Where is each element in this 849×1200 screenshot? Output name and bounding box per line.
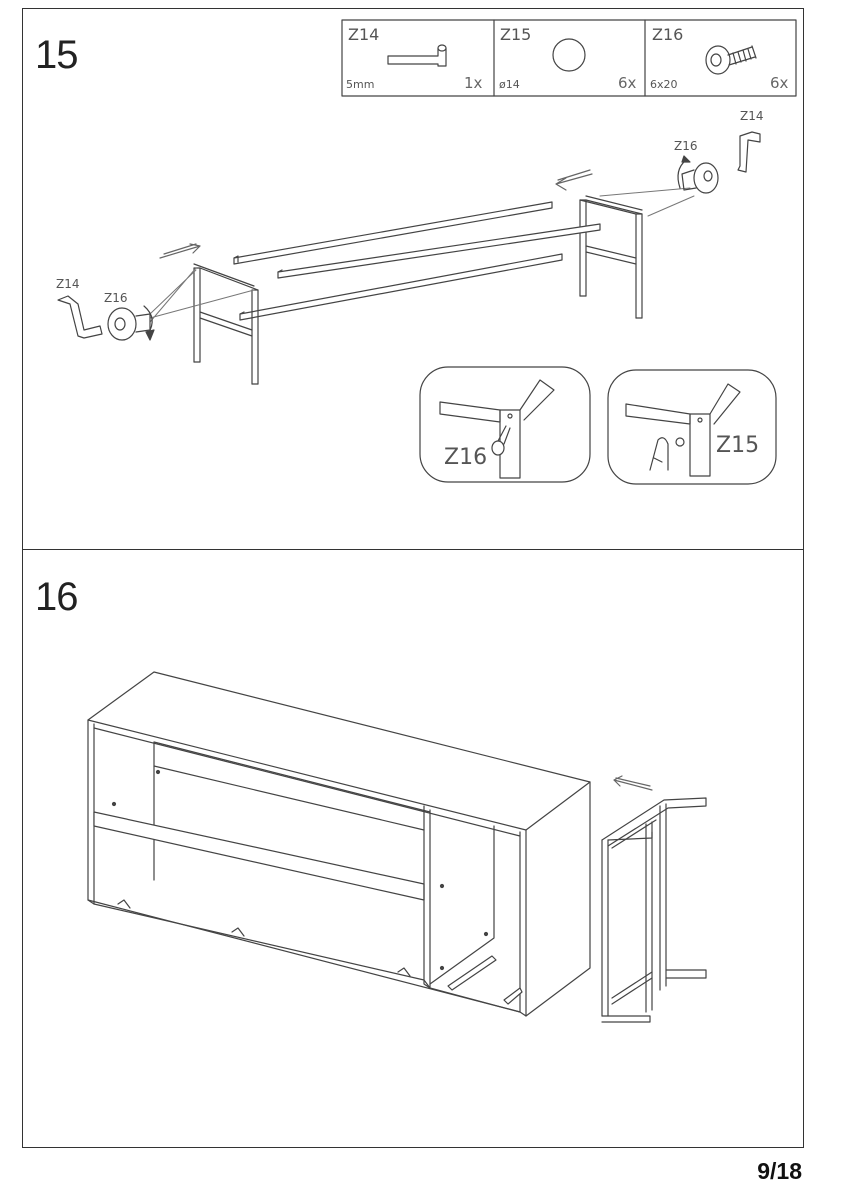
arrow-left-icon [555,169,593,191]
parts-table [341,19,797,97]
detail1-label: Z16 [444,445,487,470]
rails [233,201,601,321]
left-hex-key-icon [57,295,103,339]
hand-icon [649,437,669,471]
callout-right-bolt: Z16 [674,139,698,153]
cabinet [87,671,591,1017]
part-z14-code: Z14 [348,25,379,44]
left-bolt-icon [107,305,155,341]
detail-cap-insert [607,369,777,485]
part-z14-qty: 1x [464,74,483,92]
part-z15-code: Z15 [500,25,531,44]
page-number: 9/18 [757,1158,802,1184]
arrow-left-icon [613,775,653,791]
step-16-number: 16 [35,575,78,619]
part-z15-qty: 6x [618,74,637,92]
callout-left-key: Z14 [56,277,80,291]
hex-key-icon [387,44,447,67]
detail2-label: Z15 [716,433,759,458]
right-hex-key-icon [737,131,761,173]
left-frame [193,263,259,385]
callout-left-bolt: Z16 [104,291,128,305]
part-z16-code: Z16 [652,25,683,44]
arrow-right-icon [159,243,201,259]
callout-right-key: Z14 [740,109,764,123]
part-z16-qty: 6x [770,74,789,92]
step-16-panel [22,550,804,1148]
side-frame [601,797,707,1023]
step-15-number: 15 [35,33,78,77]
right-bolt-icon [677,155,719,194]
part-z15-spec: ø14 [499,78,520,91]
bolt-icon [705,45,757,75]
part-z16-spec: 6x20 [650,78,678,91]
right-frame [579,195,643,319]
detail-bolt-insert [419,366,591,483]
part-z14-spec: 5mm [346,78,374,91]
cover-cap-icon [552,38,586,72]
step-15-panel [22,8,804,550]
